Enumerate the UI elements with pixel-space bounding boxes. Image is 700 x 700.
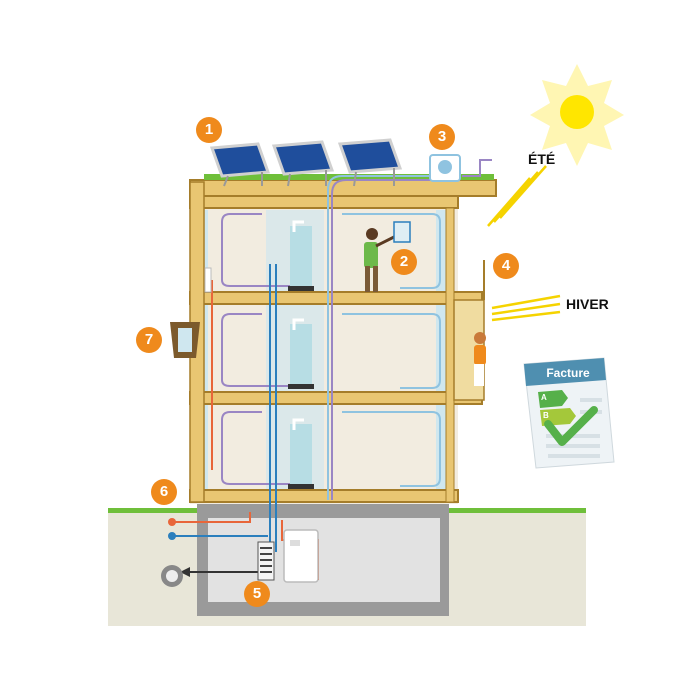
ventilation-icon [429,154,461,182]
meter-icon [161,518,183,587]
label-summer: ÉTÉ [528,151,556,167]
solar-panel-icon [209,138,403,187]
heat-pump-icon [283,529,319,583]
floor-slab-1 [189,391,483,405]
window-icon [170,322,200,358]
energy-class-b: B [543,411,549,420]
person-icon [364,221,411,292]
invoice-icon [523,357,615,469]
floor-slab-2 [189,291,483,305]
marker-3: 3 [429,124,455,150]
marker-6: 6 [151,479,177,505]
marker-2: 2 [391,249,417,275]
marker-4: 4 [493,253,519,279]
marker-1: 1 [196,117,222,143]
label-winter: HIVER [566,296,609,312]
invoice-title: Facture [546,366,590,380]
shower-icon [288,220,314,489]
summer-rays [487,165,547,227]
floor-slab-0 [189,489,459,503]
air-flow [221,159,492,500]
checkmark-icon [544,406,598,446]
roof-slab [189,179,497,197]
marker-7: 7 [136,327,162,353]
person-icon [474,332,486,386]
water-heater-icon [257,541,275,581]
marker-5: 5 [244,581,270,607]
energy-class-a: A [541,393,547,402]
winter-rays [491,294,561,322]
sun-icon [530,64,624,166]
